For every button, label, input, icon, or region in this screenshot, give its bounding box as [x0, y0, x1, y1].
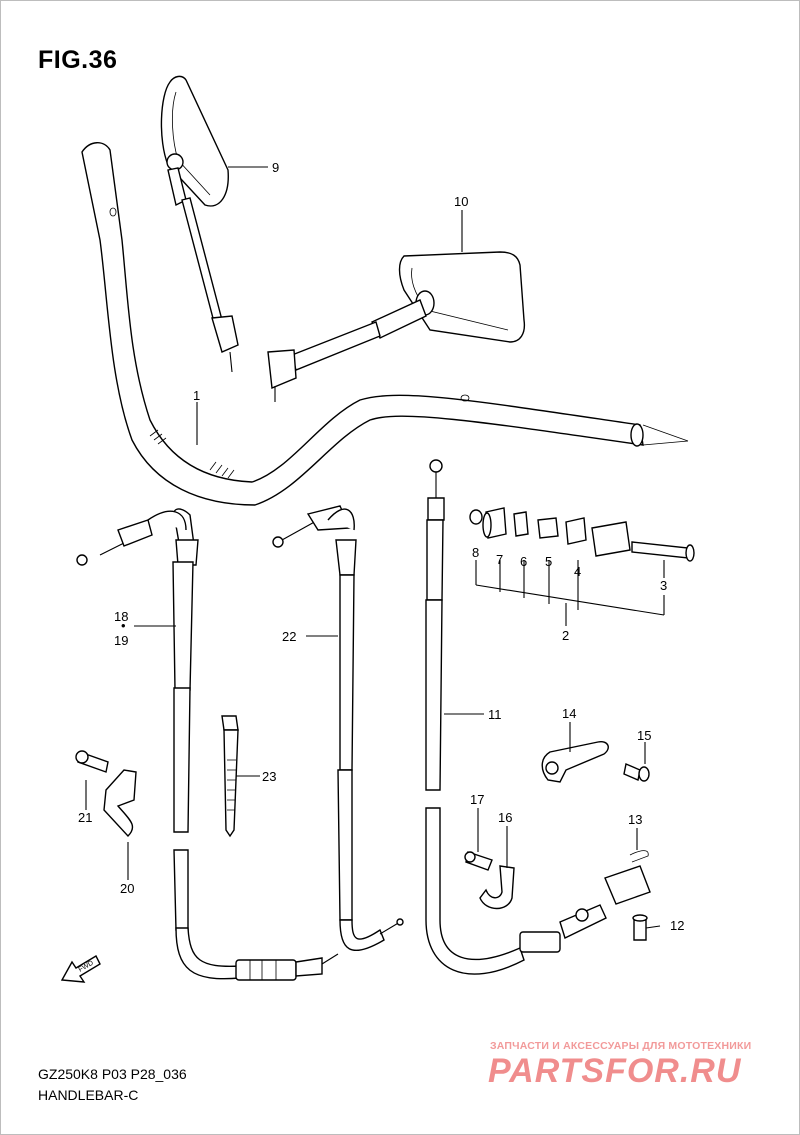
cable-tie-23[interactable] — [221, 715, 239, 838]
callout-5: 5 — [545, 554, 552, 569]
section-name: HANDLEBAR-C — [38, 1087, 139, 1103]
callout-19: 19 — [114, 633, 128, 648]
clamp-16[interactable] — [479, 865, 515, 910]
callout-21: 21 — [78, 810, 92, 825]
throttle-cable[interactable] — [76, 508, 339, 981]
leader-lines — [85, 166, 665, 929]
callout-4: 4 — [574, 564, 581, 579]
callout-15: 15 — [637, 728, 651, 743]
callout-23: 23 — [262, 769, 276, 784]
callout-10: 10 — [454, 194, 468, 209]
handlebar[interactable] — [81, 142, 689, 506]
switch-parts-set[interactable] — [469, 507, 695, 562]
bolt-21[interactable] — [75, 750, 109, 773]
callout-18: 18 — [114, 609, 128, 624]
callout-12: 12 — [670, 918, 684, 933]
mirror-right[interactable] — [267, 251, 526, 402]
mirror-left[interactable] — [160, 75, 239, 373]
pin-13[interactable] — [629, 850, 649, 863]
figure-title: FIG.36 — [38, 46, 118, 74]
callout-1: 1 — [193, 388, 200, 403]
callout-14: 14 — [562, 706, 576, 721]
callout-17: 17 — [470, 792, 484, 807]
watermark-logo: PARTSFOR.RU — [488, 1052, 742, 1090]
callout-7: 7 — [496, 552, 503, 567]
callout-8: 8 — [472, 545, 479, 560]
clamp-20[interactable] — [103, 769, 137, 838]
model-code: GZ250K8 P03 P28_036 — [38, 1066, 187, 1082]
bolt-17[interactable] — [464, 851, 493, 871]
callout-13: 13 — [628, 812, 642, 827]
bracket-14[interactable] — [541, 740, 609, 783]
callout-6: 6 — [520, 554, 527, 569]
watermark-tagline: ЗАПЧАСТИ И АКСЕССУАРЫ ДЛЯ МОТОТЕХНИКИ — [490, 1040, 752, 1052]
callouts: 9 10 1 18 • 19 22 11 23 14 15 13 12 16 1… — [78, 160, 684, 933]
callout-11: 11 — [488, 707, 502, 722]
long-cable[interactable] — [425, 459, 651, 975]
callout-22: 22 — [282, 629, 296, 644]
screw-12[interactable] — [632, 914, 648, 941]
callout-9: 9 — [272, 160, 279, 175]
callout-3: 3 — [660, 578, 667, 593]
callout-dot: • — [121, 618, 126, 633]
clutch-cable[interactable] — [272, 505, 404, 951]
screw-15[interactable] — [623, 763, 650, 782]
callout-2: 2 — [562, 628, 569, 643]
callout-16: 16 — [498, 810, 512, 825]
callout-20: 20 — [120, 881, 134, 896]
fwd-arrow: FWD — [60, 955, 101, 983]
